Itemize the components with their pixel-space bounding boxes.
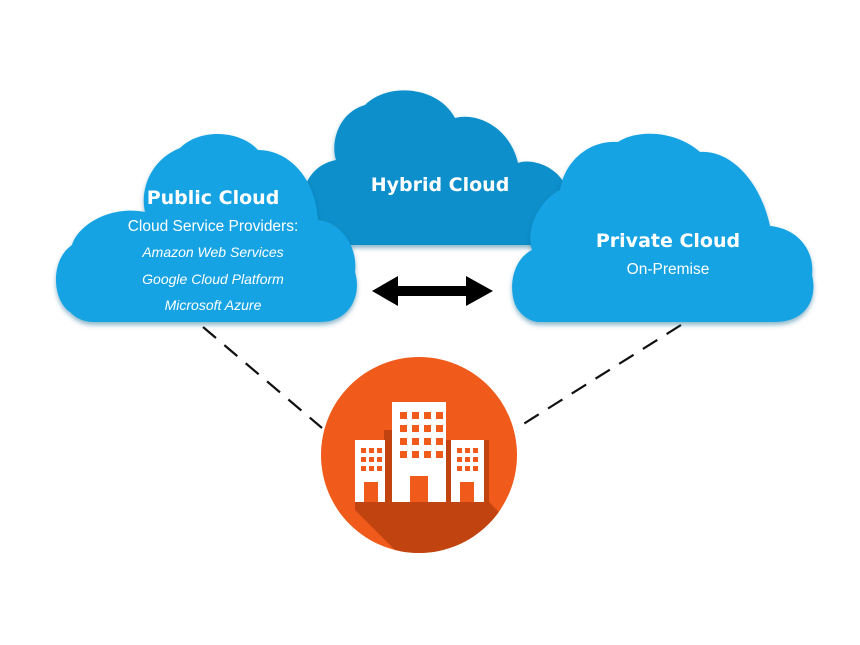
hybrid-cloud	[303, 90, 578, 245]
building-windows	[361, 412, 478, 502]
public-cloud-title: Public Cloud	[147, 187, 280, 209]
connector-line-public	[202, 326, 323, 429]
connector-line-private	[516, 324, 682, 429]
public-cloud-subtitle: Cloud Service Providers:	[128, 218, 299, 235]
private-cloud-shape	[512, 133, 814, 322]
enterprise-buildings	[321, 357, 517, 553]
public-cloud	[56, 133, 357, 322]
hybrid-cloud-shape	[303, 90, 578, 245]
private-cloud-subtitle: On-Premise	[627, 261, 710, 278]
hybrid-cloud-title: Hybrid Cloud	[371, 174, 510, 196]
bidirectional-arrow-icon	[372, 276, 493, 306]
provider-item: Google Cloud Platform	[142, 271, 284, 287]
private-cloud-title: Private Cloud	[596, 230, 740, 252]
public-cloud-shape	[56, 133, 357, 322]
private-cloud	[512, 133, 814, 322]
provider-item: Microsoft Azure	[165, 297, 262, 313]
provider-item: Amazon Web Services	[141, 244, 283, 260]
